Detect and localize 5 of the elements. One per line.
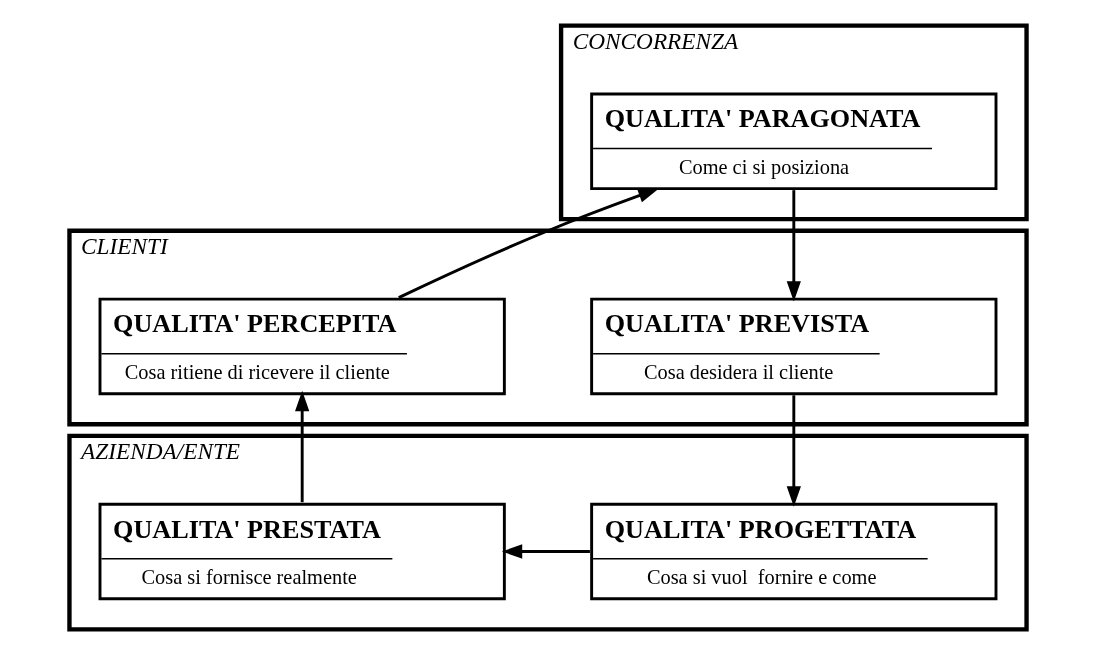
arrow [501,544,590,559]
arrow [295,390,310,503]
arrow [786,190,801,302]
arrow [398,188,659,299]
arrow [786,395,801,507]
